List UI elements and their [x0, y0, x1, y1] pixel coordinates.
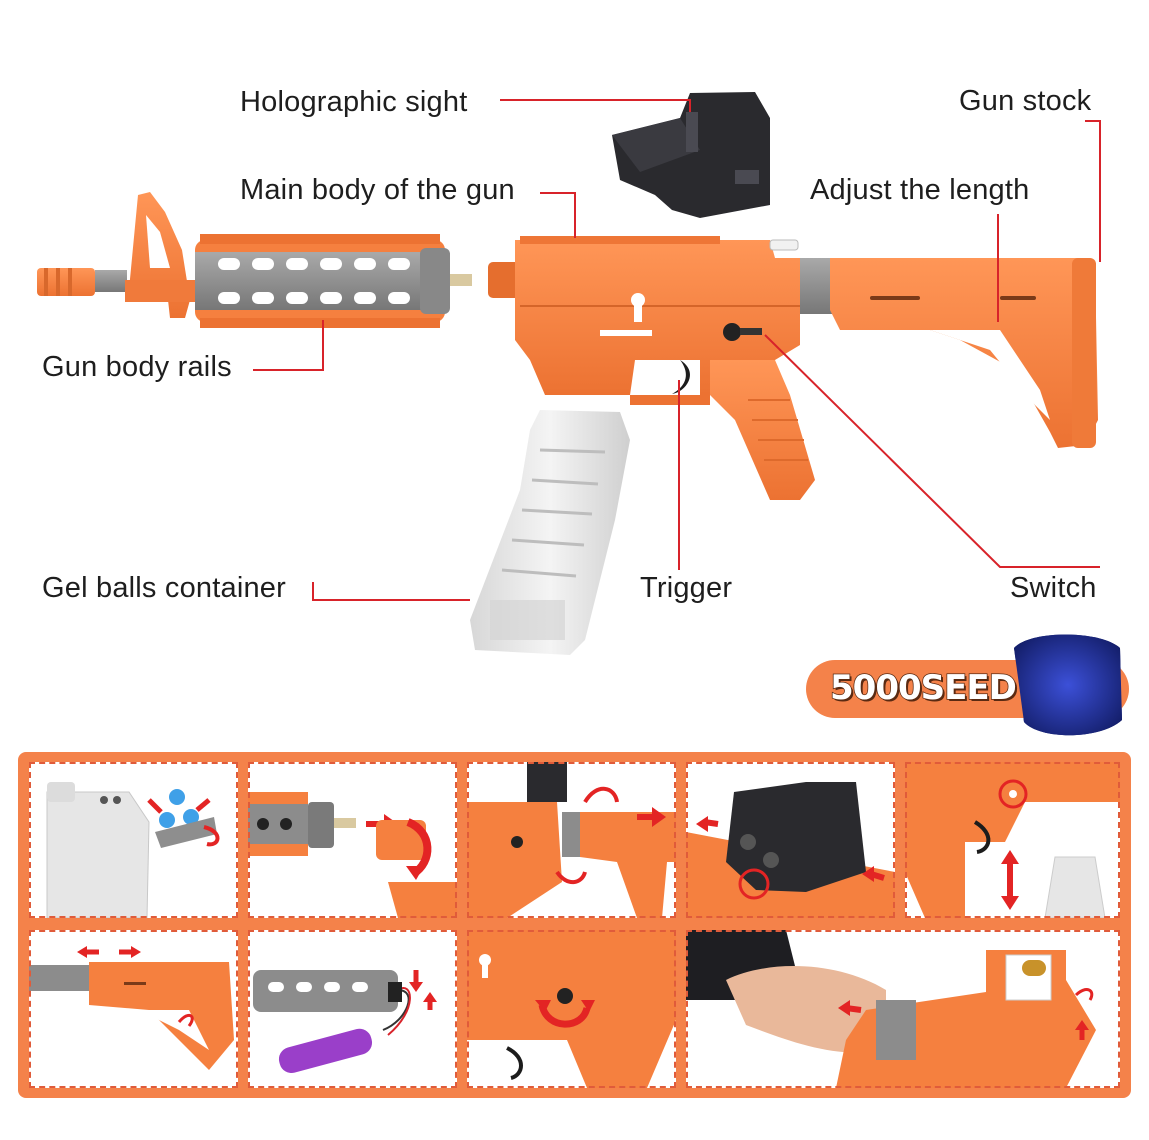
magazine-insert-icon [905, 762, 1120, 918]
switch-rotate-icon [467, 930, 676, 1088]
pistol-grip [710, 360, 815, 500]
step-cell-3 [467, 762, 676, 918]
stock-adjust-icon [29, 946, 234, 1070]
receiver [488, 236, 800, 395]
gun-stock [830, 258, 1098, 448]
rail-attach-icon [248, 792, 457, 918]
label-gun-stock: Gun stock [959, 85, 1092, 117]
seed-badge-text: 5000SEED [829, 667, 1017, 709]
step-cell-7 [248, 930, 457, 1088]
hand-assembly-icon [686, 930, 1096, 1088]
step-cell-6 [29, 930, 238, 1088]
flash-hider [37, 268, 127, 296]
step-cell-8 [467, 930, 676, 1088]
blaster-diagram [37, 92, 1122, 736]
front-sight [125, 192, 195, 318]
label-trigger: Trigger [640, 572, 733, 604]
magazine [470, 410, 630, 655]
label-adjust-length: Adjust the length [810, 174, 1030, 206]
holographic-sight [612, 92, 770, 218]
step-cell-2 [248, 762, 457, 918]
label-holographic-sight: Holographic sight [240, 86, 468, 118]
leader-lines [253, 99, 1101, 601]
trigger-group [630, 360, 710, 405]
magazine-load-icon [46, 782, 220, 918]
stock-attach-icon [467, 762, 676, 918]
step-cell-4 [686, 762, 895, 918]
step-cell-9 [686, 930, 1120, 1088]
label-gun-body-rails: Gun body rails [42, 351, 232, 383]
label-switch: Switch [1010, 572, 1097, 604]
label-main-body: Main body of the gun [240, 174, 515, 206]
step-cell-5 [905, 762, 1120, 918]
step-cell-1 [29, 762, 238, 918]
handguard-rail [195, 234, 472, 328]
buffer-tube [800, 258, 832, 314]
battery-connect-icon [253, 970, 437, 1074]
label-gel-balls-container: Gel balls container [42, 572, 286, 604]
sight-mount-icon [686, 782, 895, 918]
